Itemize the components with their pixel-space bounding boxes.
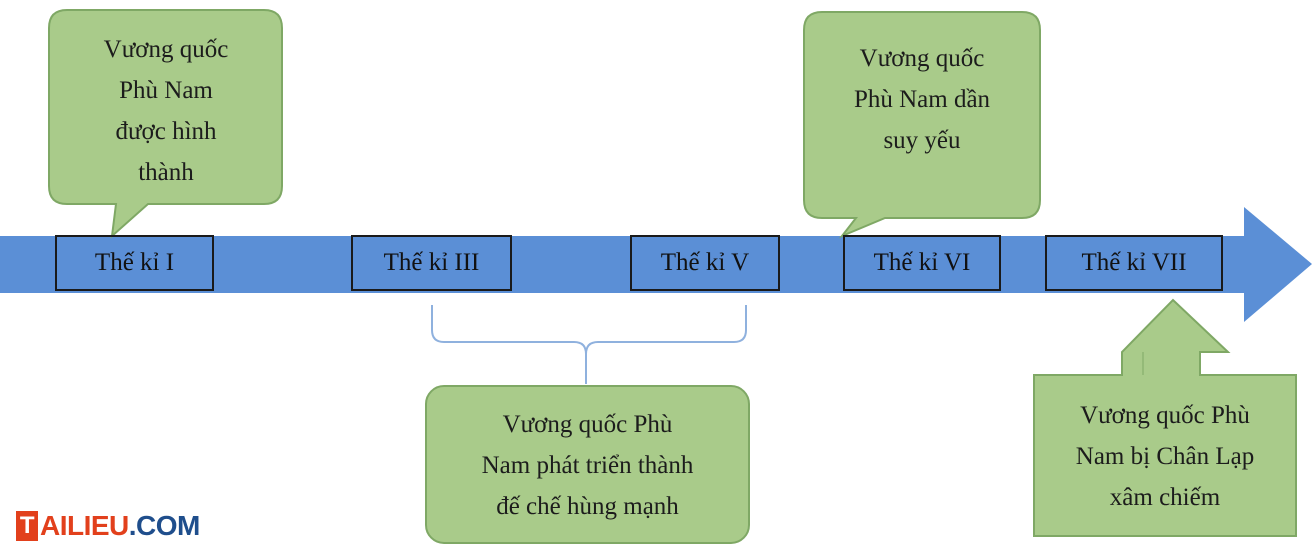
period-label: Thế kỉ VI (873, 249, 971, 276)
logo-text: AILIEU (40, 510, 129, 541)
period-brace (431, 305, 747, 384)
callout-conquered-text: Vương quốc Phù Nam bị Chân Lạp xâm chiếm (1075, 401, 1255, 511)
callout-decline-text: Vương quốc Phù Nam dần suy yếu (853, 44, 991, 154)
callout-decline-shape (803, 11, 1041, 239)
period-label: Thế kỉ III (383, 249, 480, 276)
period-box-century-1: Thế kỉ I (55, 235, 214, 291)
period-box-century-5: Thế kỉ V (630, 235, 780, 291)
callout-formed-text: Vương quốc Phù Nam được hình thành (103, 36, 229, 186)
period-box-century-6: Thế kỉ VI (843, 235, 1001, 291)
period-box-century-3: Thế kỉ III (351, 235, 512, 291)
logo-suffix: .COM (128, 510, 201, 541)
timeline-arrow (0, 207, 1312, 322)
period-label: Thế kỉ V (660, 249, 750, 276)
logo-mark: T (16, 511, 38, 541)
callout-flourish-text: Vương quốc Phù Nam phát triển thành đế c… (481, 410, 694, 520)
callout-flourish-shape (425, 385, 750, 544)
site-logo: T AILIEU .COM (16, 508, 200, 544)
period-label: Thế kỉ I (94, 249, 175, 276)
callout-formed-shape (48, 9, 283, 239)
period-label: Thế kỉ VII (1081, 249, 1187, 276)
period-box-century-7: Thế kỉ VII (1045, 235, 1223, 291)
